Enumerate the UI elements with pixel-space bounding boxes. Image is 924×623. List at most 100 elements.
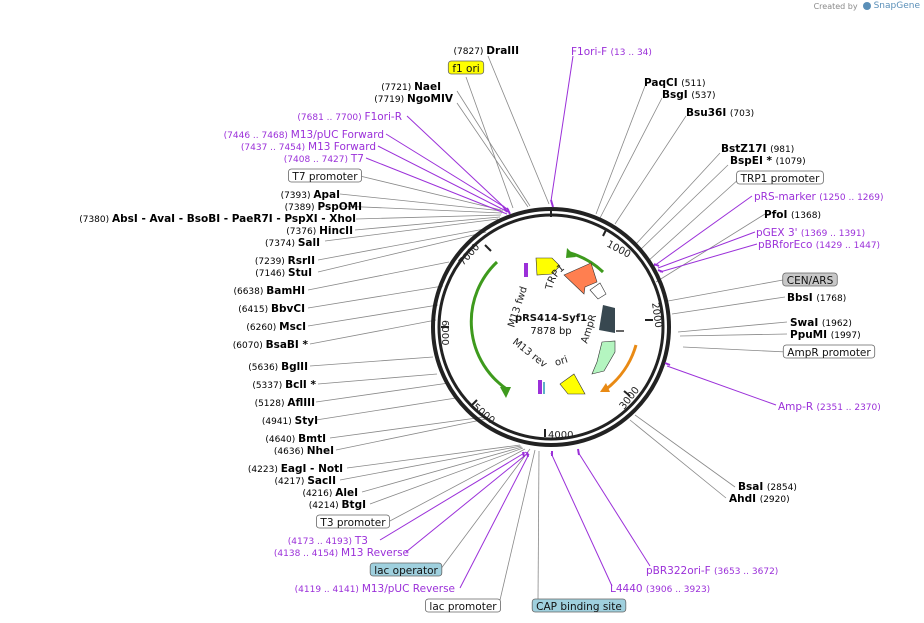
primer-label-pbr322[interactable]: pBR322ori-F (3653 .. 3672) [646,565,778,577]
enzyme-label-paq[interactable]: PaqCI (511) [644,77,706,89]
feature-box [369,562,443,577]
enzyme-label-swa[interactable]: SwaI (1962) [790,317,852,329]
enzyme-label-psp[interactable]: (7389) PspOMI [285,201,362,213]
primer-name: pBRforEco [758,239,816,251]
svg-text:TRP1 promoter: TRP1 promoter [740,173,820,185]
primer-label-f1r[interactable]: (7681 .. 7700) F1ori-R [297,111,402,123]
enzyme-position: (4636) [274,447,307,457]
primer-name: L4440 [610,583,646,595]
feature-label-amprprom[interactable]: AmpR promoter [782,344,876,359]
enzyme-label-naei[interactable]: (7721) NaeI [381,81,441,93]
enzyme-position: (7719) [374,95,407,105]
enzyme-position: (1997) [831,331,861,341]
enzyme-label-eag[interactable]: (4223) EagI - NotI [248,463,343,475]
enzyme-label-bcl[interactable]: (5337) BclI * [252,379,316,391]
enzyme-label-drai[interactable]: (7827) DraIII [454,45,520,57]
enzyme-name: BbvCI [271,303,305,315]
primer-label-m13f[interactable]: (7437 .. 7454) M13 Forward [241,141,376,153]
primer-label-t7[interactable]: (7408 .. 7427) T7 [284,153,364,165]
enzyme-label-absi[interactable]: (7380) AbsI - AvaI - BsoBI - PaeR7I - Ps… [79,213,356,225]
primer-label-pbrf[interactable]: pBRforEco (1429 .. 1447) [758,239,880,251]
snapgene-app-name: SnapGene [873,1,920,11]
primer-label-pgex[interactable]: pGEX 3' (1369 .. 1391) [756,227,865,239]
enzyme-label-ale[interactable]: (4216) AleI [302,487,358,499]
enzyme-name: NgoMIV [407,93,454,105]
enzyme-label-apai[interactable]: (7393) ApaI [281,189,340,201]
primer-label-m13rev[interactable]: (4138 .. 4154) M13 Reverse [274,547,409,559]
enzyme-label-hinc[interactable]: (7376) HincII [286,225,353,237]
primer-range: (4138 .. 4154) [274,549,341,559]
enzyme-name: DraIII [486,45,519,57]
enzyme-label-ppu[interactable]: PpuMI (1997) [790,329,861,341]
primer-range: (7681 .. 7700) [297,113,364,123]
enzyme-label-bmt[interactable]: (4640) BmtI [265,433,326,445]
enzyme-label-rsr[interactable]: (7239) RsrII [255,255,315,267]
svg-text:AmpR promoter: AmpR promoter [787,347,871,359]
enzyme-label-bspe[interactable]: BspEI * (1079) [730,155,806,167]
primer-label-m13puc[interactable]: (7446 .. 7468) M13/pUC Forward [224,129,384,141]
m13-fwd-feature[interactable] [535,257,561,276]
enzyme-label-sty[interactable]: (4941) StyI [262,415,318,427]
enzyme-position: (703) [730,109,754,119]
enzyme-label-bsgi[interactable]: BsgI (537) [662,89,716,101]
enzyme-label-pfo[interactable]: PfoI (1368) [764,209,821,221]
enzyme-name: PpuMI [790,329,831,341]
enzyme-label-afl[interactable]: (5128) AflIII [255,397,315,409]
enzyme-label-ahd[interactable]: AhdI (2920) [729,493,790,505]
enzyme-label-bbv[interactable]: (6415) BbvCI [238,303,305,315]
enzyme-label-bbs[interactable]: BbsI (1768) [787,292,846,304]
grey-marker [616,330,624,332]
enzyme-label-bst[interactable]: BstZ17I (981) [721,143,794,155]
primer-range: (7437 .. 7454) [241,143,308,153]
enzyme-position: (7827) [454,47,487,57]
created-by-text: Created by [813,1,858,11]
primer-range: (1369 .. 1391) [801,229,865,239]
enzyme-label-sac[interactable]: (4217) SacII [275,475,336,487]
feature-label-lacop[interactable]: lac operator [369,562,443,577]
enzyme-label-btg[interactable]: (4214) BtgI [309,499,366,511]
trp1-arc-arrowhead [566,248,576,258]
primer-label-f1f[interactable]: F1ori-F (13 .. 34) [571,46,652,58]
feature-label-t3prom[interactable]: T3 promoter [316,514,390,529]
enzyme-label-bsu[interactable]: Bsu36I (703) [686,107,754,119]
enzyme-position: (7376) [286,227,319,237]
enzyme-labels: (7827) DraIII(7721) NaeI(7719) NgoMIV(73… [79,45,860,511]
plasmid-name: pRS414-Syf1 [515,313,587,324]
enzyme-name: SwaI [790,317,822,329]
enzyme-label-bsab[interactable]: (6070) BsaBI * [233,339,309,351]
enzyme-label-nhe[interactable]: (4636) NheI [274,445,334,457]
primer-label-m13pucrev[interactable]: (4119 .. 4141) M13/pUC Reverse [295,583,455,595]
enzyme-label-bgl[interactable]: (5636) BglII [248,361,308,373]
cen-ars-feature[interactable] [599,305,615,333]
feature-label-cen[interactable]: CEN/ARS [782,272,838,287]
primer-label-rsm[interactable]: pRS-marker (1250 .. 1269) [754,191,884,203]
trp1-feature[interactable] [563,262,598,295]
purple-marker-b [538,380,542,394]
enzyme-label-stu[interactable]: (7146) StuI [255,267,312,279]
tick-2000: 2000 [649,302,663,329]
primer-label-l4440[interactable]: L4440 (3906 .. 3923) [610,583,710,595]
enzyme-position: (1368) [791,211,821,221]
feature-box [288,168,362,183]
enzyme-label-bsai[interactable]: BsaI (2854) [738,481,797,493]
enzyme-label-bam[interactable]: (6638) BamHI [233,285,305,297]
enzyme-label-sali[interactable]: (7374) SalI [265,237,320,249]
ampr-feature[interactable] [591,340,616,375]
feature-label-f1ori[interactable]: f1 ori [447,60,485,75]
trp1-small-white [589,282,607,300]
primer-label-t3[interactable]: (4173 .. 4193) T3 [288,535,368,547]
ori-feature[interactable] [559,373,586,395]
feature-label-lacprom[interactable]: lac promoter [425,598,501,613]
enzyme-label-ngom[interactable]: (7719) NgoMIV [374,93,454,105]
enzyme-name: NheI [307,445,334,457]
feature-label-t7prom[interactable]: T7 promoter [288,168,362,183]
feature-label-cap[interactable]: CAP binding site [531,598,627,613]
enzyme-label-msc[interactable]: (6260) MscI [246,321,306,333]
tick-1000: 1000 [605,239,633,261]
enzyme-position: (2920) [760,495,790,505]
tick-4000: 4000 [548,430,573,441]
primer-name: pBR322ori-F [646,565,714,577]
feature-label-trp1prom[interactable]: TRP1 promoter [736,170,824,185]
primer-label-ampr[interactable]: Amp-R (2351 .. 2370) [778,401,881,413]
purple-marker-a [524,263,528,277]
